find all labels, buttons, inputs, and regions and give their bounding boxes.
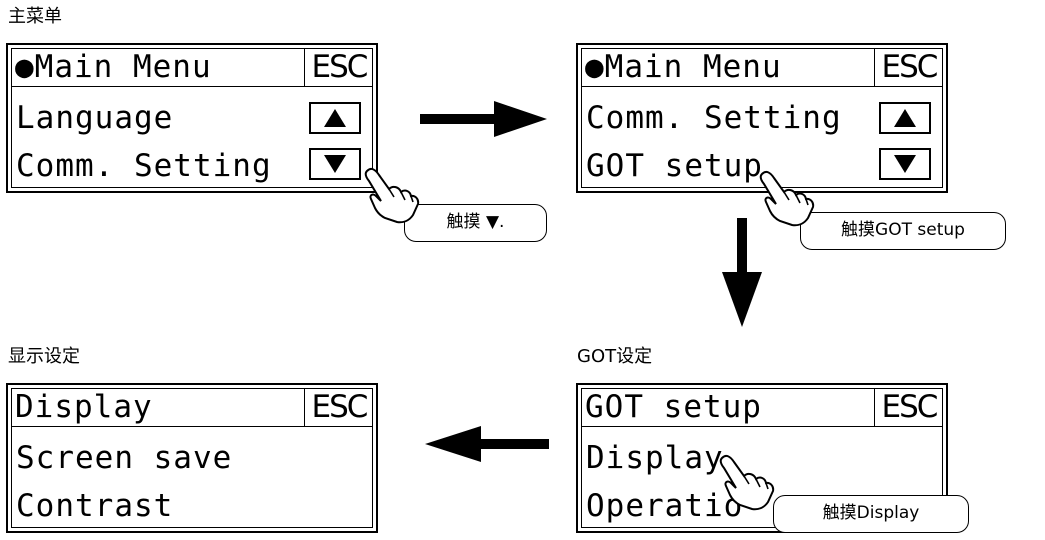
callout-touch-got-setup: 触摸GOT setup <box>800 212 1006 250</box>
esc-button[interactable]: ESC <box>874 48 943 86</box>
screen-title: Display <box>15 389 153 425</box>
title-bar: ●Main Menu ESC <box>11 48 373 87</box>
pointing-hand-icon <box>719 454 775 511</box>
menu-item-screen-save[interactable]: Screen save <box>16 440 233 476</box>
screen-title: ●Main Menu <box>585 49 782 85</box>
screen-title: GOT setup <box>585 389 762 425</box>
arrow-right-icon <box>420 101 547 137</box>
screen-main-menu-1: ●Main Menu ESC Language Comm. Setting <box>6 43 378 193</box>
up-triangle-icon <box>894 109 916 127</box>
title-bar: GOT setup ESC <box>581 388 943 427</box>
callout-touch-display: 触摸Display <box>773 495 969 533</box>
esc-button[interactable]: ESC <box>304 48 373 86</box>
screen-display: Display ESC Screen save Contrast <box>6 383 378 533</box>
scroll-down-button[interactable] <box>879 148 931 180</box>
menu-item-contrast[interactable]: Contrast <box>16 488 174 524</box>
menu-item-operation[interactable]: Operatio <box>586 488 744 524</box>
up-triangle-icon <box>324 109 346 127</box>
down-triangle-icon <box>324 155 346 173</box>
menu-item-got-setup[interactable]: GOT setup <box>586 148 763 184</box>
pointing-hand-icon <box>759 170 815 227</box>
scroll-down-button[interactable] <box>309 148 361 180</box>
screen-main-menu-2: ●Main Menu ESC Comm. Setting GOT setup <box>576 43 948 193</box>
scroll-up-button[interactable] <box>879 102 931 134</box>
down-triangle-icon <box>894 155 916 173</box>
title-bar: Display ESC <box>11 388 373 427</box>
caption-got-settings: GOT设定 <box>577 346 653 367</box>
caption-display-settings: 显示设定 <box>8 346 80 367</box>
callout-touch-down: 触摸 ▼. <box>404 204 547 242</box>
screen-title: ●Main Menu <box>15 49 212 85</box>
menu-item-comm-setting[interactable]: Comm. Setting <box>16 148 272 184</box>
menu-item-comm-setting[interactable]: Comm. Setting <box>586 100 842 136</box>
caption-main-menu: 主菜单 <box>8 6 62 27</box>
menu-item-display[interactable]: Display <box>586 440 724 476</box>
arrow-down-icon <box>722 218 762 327</box>
esc-button[interactable]: ESC <box>874 388 943 426</box>
scroll-up-button[interactable] <box>309 102 361 134</box>
arrow-left-icon <box>425 426 549 462</box>
title-bar: ●Main Menu ESC <box>581 48 943 87</box>
menu-item-language[interactable]: Language <box>16 100 174 136</box>
pointing-hand-icon <box>364 167 420 224</box>
esc-button[interactable]: ESC <box>304 388 373 426</box>
